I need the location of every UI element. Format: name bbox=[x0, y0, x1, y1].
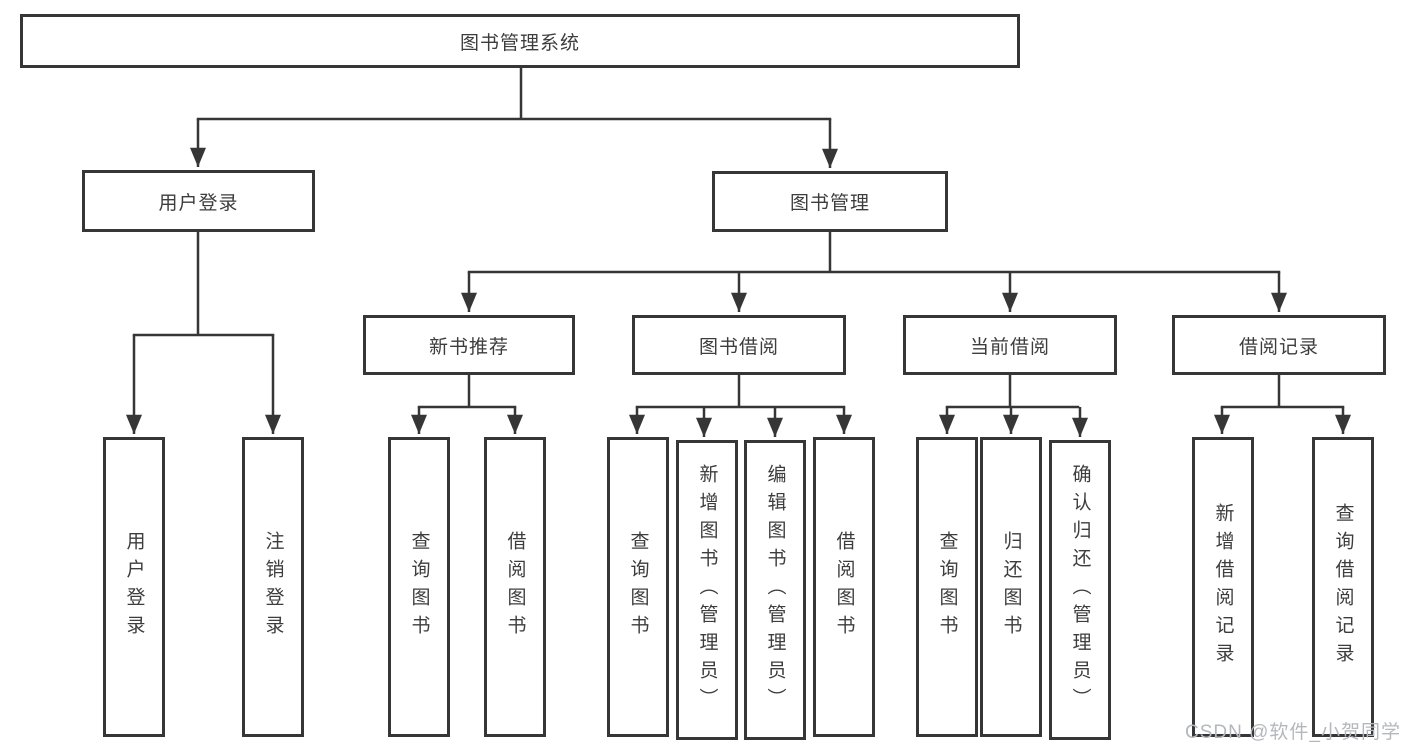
node-return-books: 归还图书 bbox=[980, 437, 1042, 737]
node-borrow-books-2: 借阅图书 bbox=[813, 437, 875, 737]
node-book-borrowing: 图书借阅 bbox=[632, 315, 846, 375]
node-query-books-3: 查询图书 bbox=[916, 437, 978, 737]
node-query-books-2: 查询图书 bbox=[607, 437, 669, 737]
node-add-borrow-record: 新增借阅记录 bbox=[1192, 437, 1254, 737]
node-borrow-books-1: 借阅图书 bbox=[484, 437, 546, 737]
node-logout-leaf: 注销登录 bbox=[242, 437, 304, 737]
node-borrowing-records: 借阅记录 bbox=[1172, 315, 1386, 375]
csdn-watermark: CSDN @软件_小贺同学 bbox=[1185, 722, 1401, 743]
node-current-borrowing: 当前借阅 bbox=[903, 315, 1117, 375]
node-query-books-1: 查询图书 bbox=[388, 437, 450, 737]
node-add-books-admin: 新增图书（管理员） bbox=[676, 440, 738, 740]
node-user-login: 用户登录 bbox=[82, 170, 315, 232]
node-root: 图书管理系统 bbox=[20, 14, 1020, 68]
node-confirm-return-admin: 确认归还（管理员） bbox=[1049, 440, 1111, 740]
node-new-book-recommend: 新书推荐 bbox=[363, 315, 575, 375]
node-user-login-leaf: 用户登录 bbox=[103, 437, 165, 737]
node-query-borrow-record: 查询借阅记录 bbox=[1312, 437, 1374, 737]
node-book-management: 图书管理 bbox=[712, 171, 948, 232]
node-edit-books-admin: 编辑图书（管理员） bbox=[744, 440, 806, 740]
